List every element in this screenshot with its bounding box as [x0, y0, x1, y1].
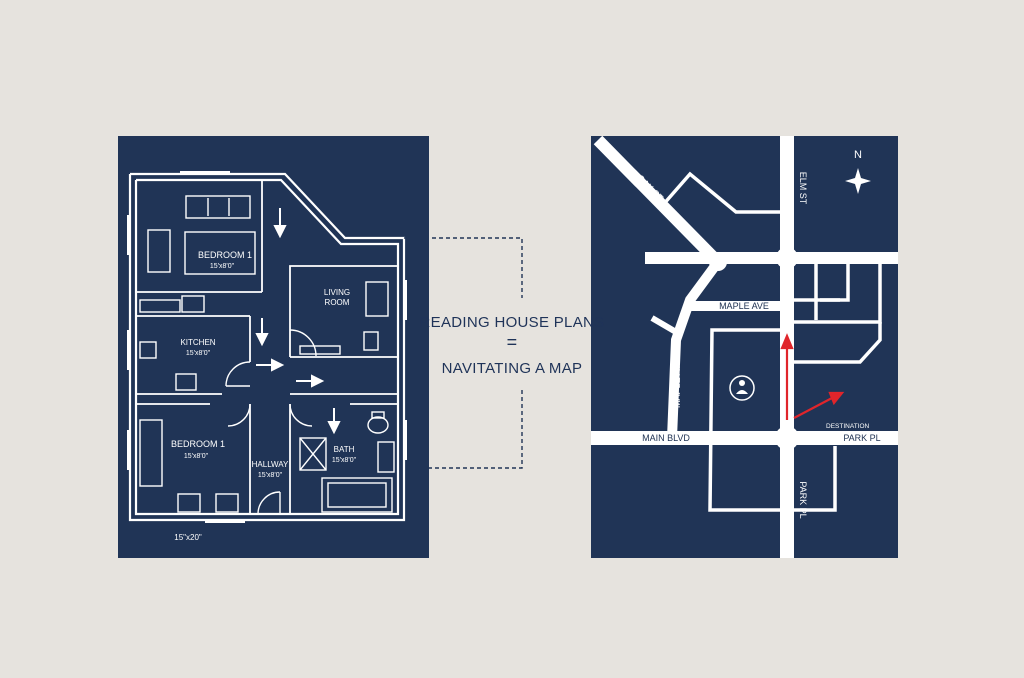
headline-line2: NAVITATING A MAP: [441, 360, 583, 377]
bathtub: [321, 477, 393, 513]
room-label-bedroom-bottom: BEDROOM 1: [171, 439, 225, 449]
armchair: [147, 229, 171, 273]
tv-stand: [299, 345, 341, 355]
street-label-maple-ave-vertical: MAPLE AVE: [672, 358, 682, 408]
room-label-kitchen: KITCHEN: [180, 338, 215, 347]
flow-arrows: [255, 208, 341, 435]
map-background: [591, 136, 898, 558]
wardrobe: [139, 419, 163, 487]
interior-walls: [136, 180, 398, 514]
minor-streets: [660, 171, 882, 512]
intersections: [709, 247, 799, 450]
road-maple-ave-vertical: [667, 259, 723, 439]
toilet: [367, 416, 389, 434]
room-dims-bath: 15'x8'0": [332, 457, 357, 464]
door-swings: [225, 329, 317, 515]
road-oak-st: [593, 135, 723, 267]
compass-north-label: N: [854, 149, 862, 161]
destination-label: DESTINATION: [826, 423, 870, 430]
floor-plan-background: [118, 136, 429, 558]
room-label-living-1: LIVING: [324, 288, 350, 297]
bed-top: [184, 231, 256, 275]
vanity: [377, 441, 395, 473]
street-label-main-blvd: MAIN BLVD: [642, 433, 690, 443]
headline-line1: READING HOUSE PLANS: [419, 314, 605, 331]
compass-rose-icon: [845, 168, 871, 194]
room-label-bath: BATH: [334, 445, 355, 454]
sofa: [185, 195, 251, 219]
street-label-elm-st: ELM ST: [798, 172, 808, 205]
map-panel: N OAK ST ELM ST MAPLE AVE PARK PL DESTIN…: [591, 135, 898, 558]
room-dims-bedroom-top: 15'x8'0": [210, 263, 235, 270]
room-label-living-2: ROOM: [325, 298, 350, 307]
room-dims-bedroom-bottom: 15'x8'0": [184, 453, 209, 460]
landmark: [729, 375, 755, 401]
windows: [127, 171, 407, 523]
living-sofa: [365, 281, 389, 317]
roads: [591, 135, 898, 558]
furniture: [139, 195, 395, 513]
street-label-park-pl: PARK PL: [843, 433, 880, 443]
person-icon: [729, 375, 755, 401]
route: [780, 333, 845, 420]
route-arrow-up: [780, 333, 794, 350]
sink: [181, 295, 205, 313]
side-table: [363, 331, 379, 351]
room-label-bedroom-top: BEDROOM 1: [198, 250, 252, 260]
room-dims-hallway: 15'x8'0": [258, 472, 283, 479]
overall-dimensions: 15"x20": [174, 533, 202, 542]
street-label-park-pl-vertical: PARK PL: [798, 481, 808, 518]
room-dims-kitchen: 15'x8'0": [186, 350, 211, 357]
room-label-hallway: HALLWAY: [252, 460, 289, 469]
chair-left: [177, 493, 201, 513]
connector-bracket: [404, 237, 523, 469]
route-arrow-destination: [828, 391, 845, 406]
stove: [139, 341, 157, 359]
chair-right: [215, 493, 239, 513]
floor-plan-panel: BEDROOM 1 15'x8'0" LIVING ROOM KITCHEN 1…: [118, 136, 429, 558]
street-label-maple-ave: MAPLE AVE: [719, 301, 769, 311]
equals-sign: =: [506, 332, 518, 352]
kitchen-counter: [139, 299, 181, 313]
fridge: [175, 373, 197, 391]
shower: [299, 437, 327, 471]
